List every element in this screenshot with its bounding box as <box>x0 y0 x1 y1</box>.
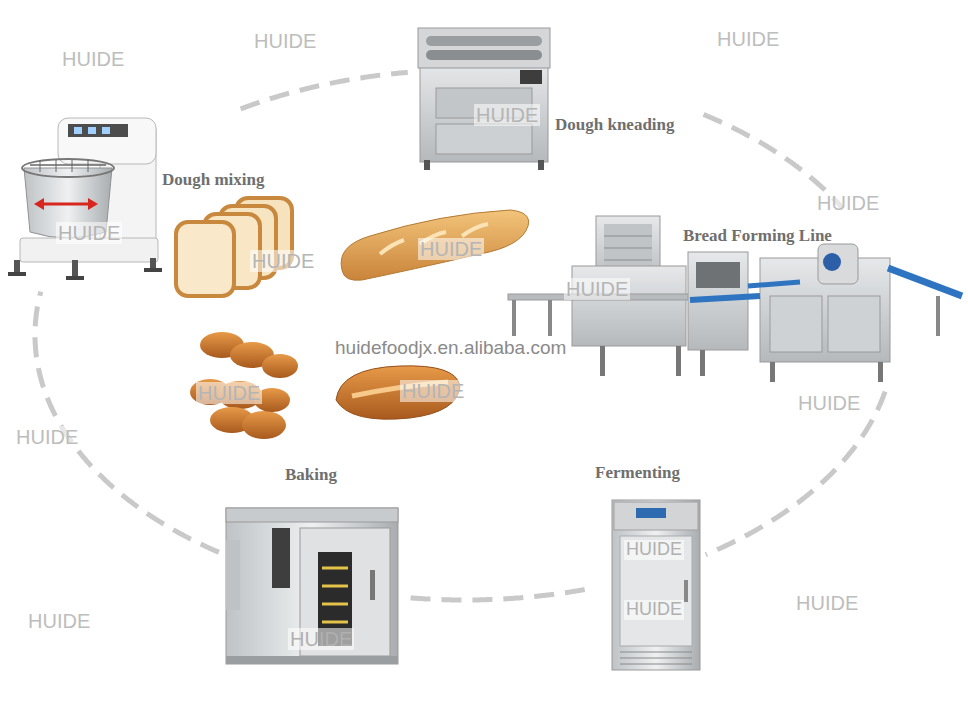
stage-label: Dough kneading <box>555 115 675 135</box>
stage-node: Dough mixing <box>8 112 290 288</box>
brand-watermark: HUIDE <box>26 610 92 632</box>
rotary-oven <box>226 508 398 664</box>
brand-watermark: HUIDE <box>196 382 262 404</box>
stage-node: Fermenting <box>588 460 702 672</box>
kneading-machine <box>418 28 550 170</box>
brand-watermark: HUIDE <box>794 592 860 614</box>
bread-forming-line <box>508 216 962 382</box>
stage-label: Dough mixing <box>162 170 265 190</box>
brand-watermark: HUIDE <box>418 238 484 260</box>
brand-watermark: HUIDE <box>796 392 862 414</box>
proofer-cabinet <box>612 500 700 670</box>
stage-label: Baking <box>285 465 337 485</box>
brand-watermark: HUIDE <box>14 426 80 448</box>
brand-watermark: HUIDE <box>250 250 316 272</box>
brand-watermark: HUIDE <box>815 192 881 214</box>
cycle-connector <box>241 72 408 109</box>
brand-watermark: HUIDE <box>400 380 466 402</box>
brand-watermark: HUIDE <box>288 628 354 650</box>
brand-watermark: HUIDE <box>56 222 122 244</box>
cycle-connector <box>35 292 219 553</box>
cycle-connector <box>405 590 584 601</box>
brand-watermark: HUIDE <box>60 48 126 70</box>
bread-illustration <box>176 198 529 439</box>
cycle-connector <box>706 392 885 555</box>
brand-watermark: HUIDE <box>715 28 781 50</box>
site-watermark: huidefoodjx.en.alibaba.com <box>333 338 568 359</box>
spiral-mixer <box>8 118 162 280</box>
brand-watermark: HUIDE <box>474 104 540 126</box>
stage-label: Bread Forming Line <box>683 226 832 246</box>
stage-node: Bread Forming Line <box>505 212 965 388</box>
brand-watermark: HUIDE <box>624 540 684 560</box>
brand-watermark: HUIDE <box>564 278 630 300</box>
stage-node: Dough kneading <box>412 22 700 172</box>
brand-watermark: HUIDE <box>624 600 684 620</box>
brand-watermark: HUIDE <box>252 30 318 52</box>
stage-label: Fermenting <box>595 463 680 483</box>
